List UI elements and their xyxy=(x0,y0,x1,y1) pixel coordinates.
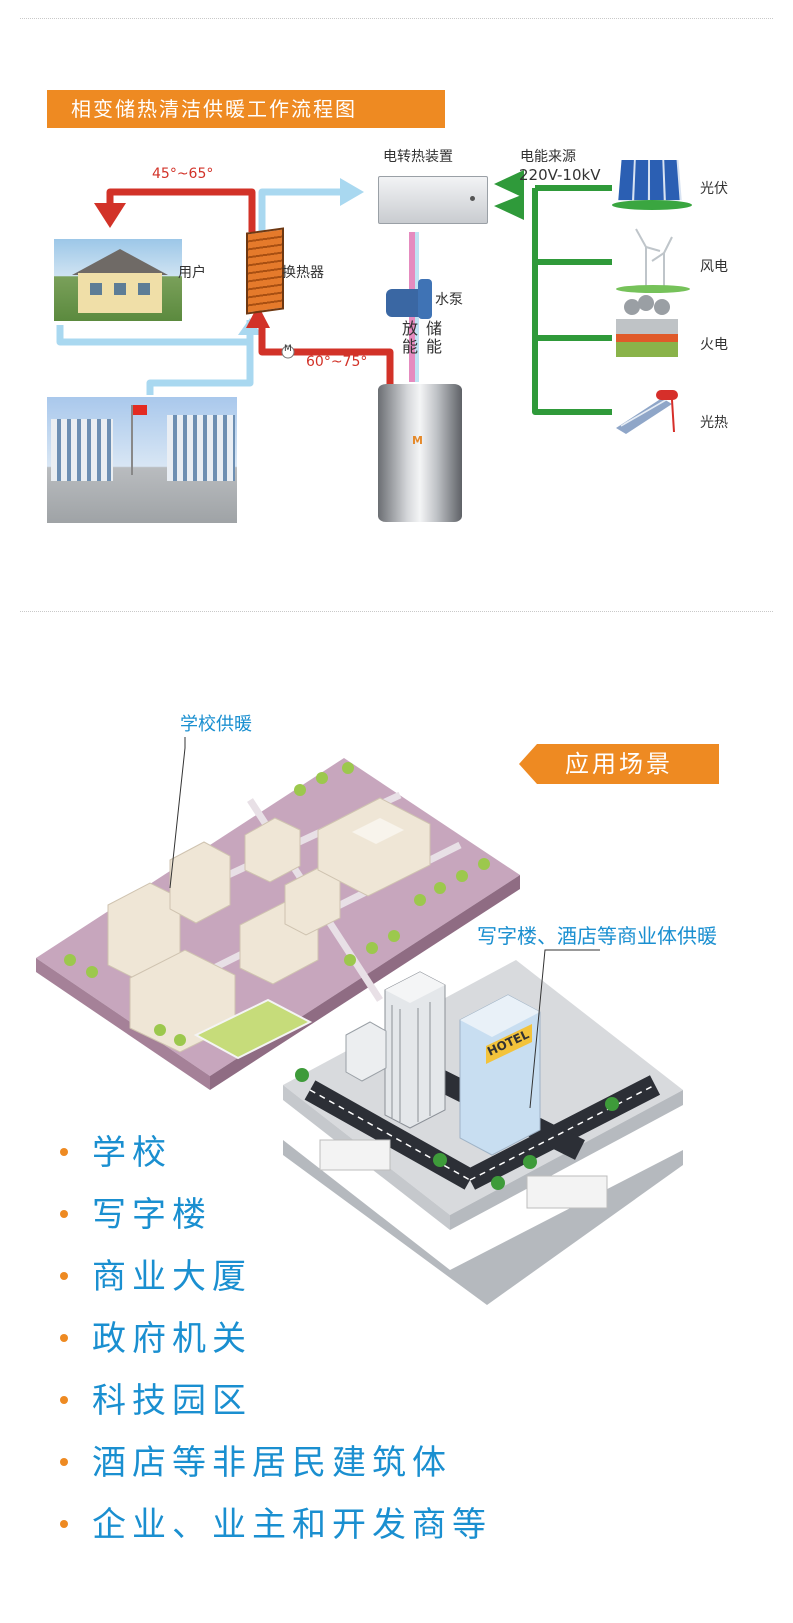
photovoltaic-icon xyxy=(618,160,682,201)
school-heating-callout: 学校供暖 xyxy=(180,714,252,735)
top-divider xyxy=(20,18,773,19)
list-item: 学校 xyxy=(60,1118,492,1180)
wind-turbine-icon xyxy=(635,228,673,287)
list-item: 企业、业主和开发商等 xyxy=(60,1490,492,1552)
application-list: 学校 写字楼 商业大厦 政府机关 科技园区 酒店等非居民建筑体 企业、业主和开发… xyxy=(60,1118,492,1552)
school-image xyxy=(47,397,237,523)
voltage-label: 220V-10kV xyxy=(519,166,601,184)
list-item: 写字楼 xyxy=(60,1180,492,1242)
source-photovoltaic: 光伏 xyxy=(700,181,728,197)
thermal-power-plant-icon xyxy=(616,295,678,357)
hot-pipe-to-user xyxy=(106,188,256,232)
sports-field xyxy=(193,998,313,1060)
middle-divider xyxy=(20,611,773,612)
exchanger-label: 换热器 xyxy=(282,265,324,281)
hot-arrow-user xyxy=(94,203,126,228)
campus-platform xyxy=(36,758,520,1076)
power-arrow-bottom xyxy=(494,194,524,220)
source-wind: 风电 xyxy=(700,259,728,275)
hot-pipe-from-tank xyxy=(258,322,394,384)
source-thermal: 火电 xyxy=(700,337,728,353)
office-hotel-heating-callout: 写字楼、酒店等商业体供暖 xyxy=(477,924,717,948)
return-temp-label: 60°~75° xyxy=(306,354,368,370)
heat-exchanger xyxy=(246,227,284,315)
source-solar-thermal: 光热 xyxy=(700,415,728,431)
list-item: 政府机关 xyxy=(60,1304,492,1366)
application-scenes-banner: 应用场景 xyxy=(519,744,719,784)
cold-arrow-heater xyxy=(340,178,364,206)
user-house-image xyxy=(54,239,182,321)
hot-temp-label: 45°~65° xyxy=(152,166,214,182)
hotel-sign-text: HOTEL xyxy=(485,1027,532,1059)
office-tower xyxy=(384,971,446,1129)
storage-tank: M xyxy=(378,384,462,522)
store-label: 储能 xyxy=(423,320,442,356)
list-item: 商业大厦 xyxy=(60,1242,492,1304)
solar-water-heater-icon xyxy=(616,390,678,434)
office-callout-line xyxy=(529,949,600,1109)
power-source-label: 电能来源 xyxy=(520,149,576,165)
cold-arrow-school xyxy=(238,318,262,335)
power-bus xyxy=(532,188,612,415)
school-callout-line xyxy=(169,737,186,889)
heater-label: 电转热装置 xyxy=(383,149,453,165)
release-label: 放能 xyxy=(399,320,418,356)
user-label: 用户 xyxy=(178,265,206,281)
motor-label: M xyxy=(284,344,292,354)
electric-heater-device xyxy=(378,176,488,224)
cold-pipe-school xyxy=(146,320,254,395)
cold-pipe-to-heater xyxy=(258,188,348,232)
cold-pipe-user-return xyxy=(56,320,254,346)
water-pump xyxy=(386,279,432,319)
flow-title-banner: 相变储热清洁供暖工作流程图 xyxy=(47,90,445,128)
pump-label: 水泵 xyxy=(435,292,463,308)
list-item: 酒店等非居民建筑体 xyxy=(60,1428,492,1490)
list-item: 科技园区 xyxy=(60,1366,492,1428)
